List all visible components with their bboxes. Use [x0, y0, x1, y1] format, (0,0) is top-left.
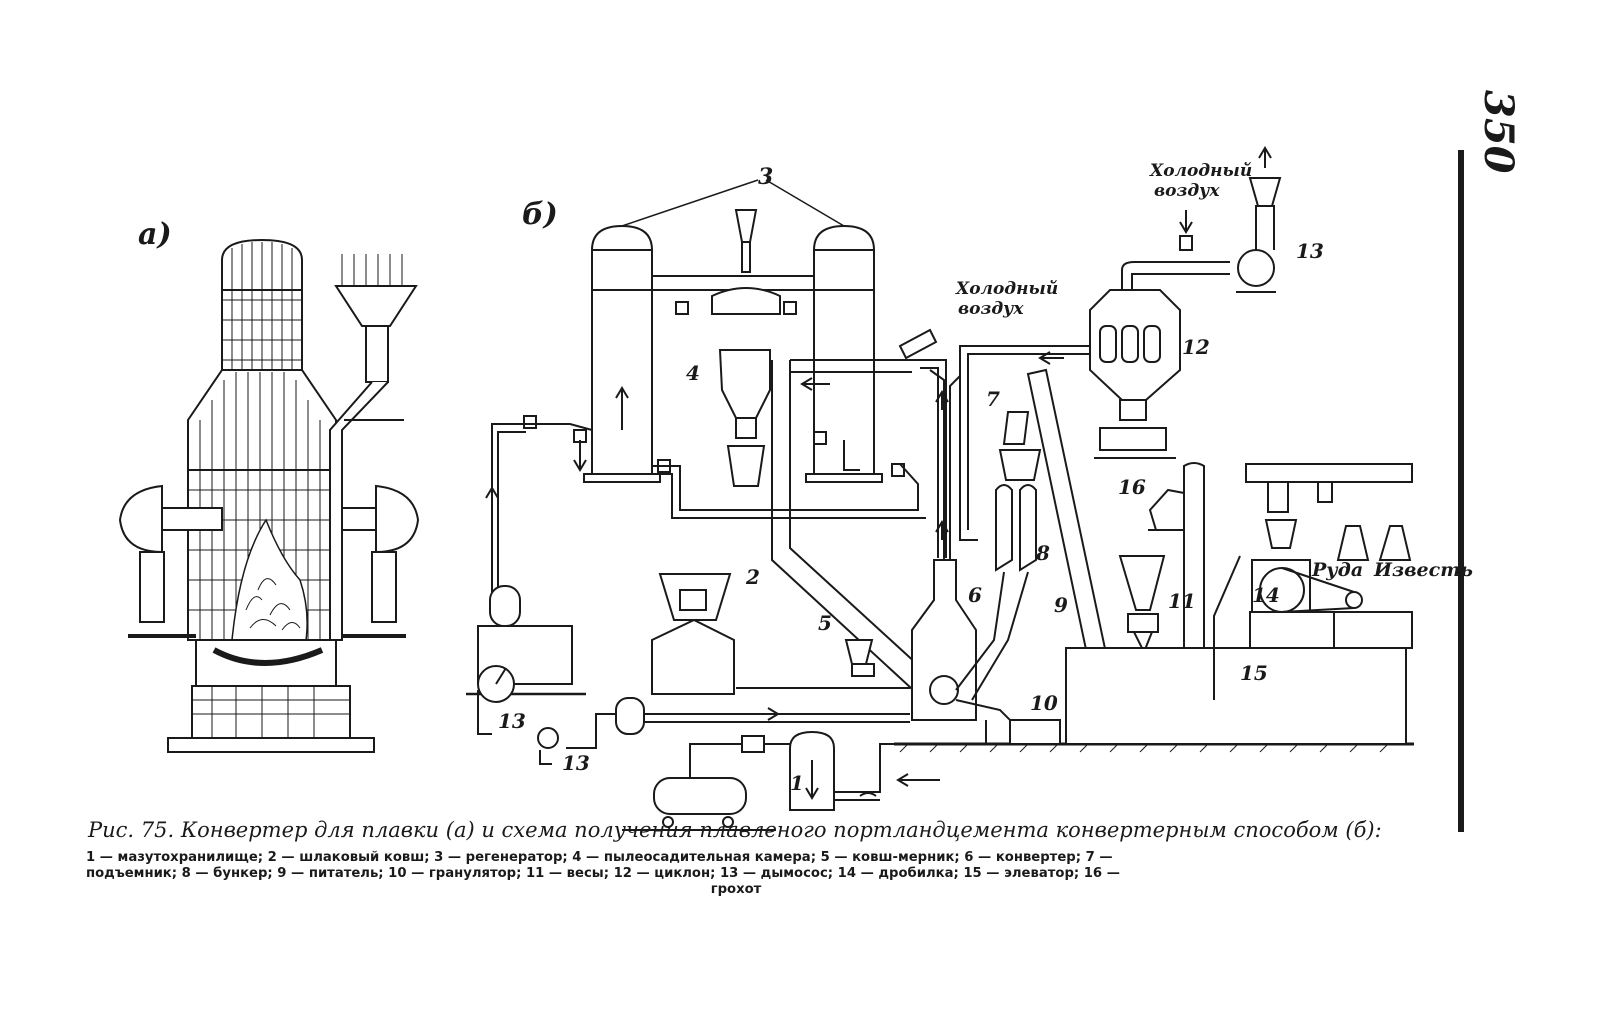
label-10: 10: [1030, 691, 1058, 715]
regenerator-left: [583, 224, 661, 483]
margin-rule: [1458, 150, 1464, 832]
figure-caption: Рис. 75. Конвертер для плавки (а) и схем…: [88, 818, 1382, 842]
figure-legend: 1 — мазутохранилище; 2 — шлаковый ковш; …: [86, 850, 1456, 898]
label-4: 4: [686, 361, 700, 385]
cold-air-mid-line2: воздух: [958, 299, 1024, 319]
label-13-left: 13: [498, 709, 526, 733]
panel-label-a: а): [138, 217, 172, 252]
converter-drawing-a: [118, 238, 420, 753]
label-3: 3: [758, 164, 773, 190]
label-12: 12: [1182, 335, 1210, 359]
cold-air-mid-line1: Холодный: [955, 279, 1058, 299]
cold-air-top-line1: Холодный: [1149, 161, 1252, 181]
label-1: 1: [790, 771, 804, 795]
label-14: 14: [1252, 583, 1280, 607]
label-7: 7: [986, 387, 1000, 411]
label-13-top: 13: [1296, 239, 1324, 263]
label-8: 8: [1035, 541, 1050, 565]
label-13-bottom: 13: [562, 751, 590, 775]
label-2: 2: [745, 565, 760, 589]
label-11: 11: [1168, 589, 1196, 613]
regenerator-right: [805, 224, 883, 483]
label-6: 6: [968, 583, 982, 607]
ore-label: Руда: [1311, 559, 1363, 581]
panel-label-b: б): [522, 197, 558, 232]
label-5: 5: [818, 611, 832, 635]
legend-line-1: 1 — мазутохранилище; 2 — шлаковый ковш; …: [86, 850, 1113, 865]
label-9: 9: [1054, 593, 1068, 617]
label-16: 16: [1118, 475, 1146, 499]
label-15: 15: [1240, 661, 1268, 685]
legend-line-2: подъемник; 8 — бункер; 9 — питатель; 10 …: [86, 866, 1120, 881]
legend-line-3: грохот: [710, 882, 762, 897]
lime-label: Известь: [1373, 559, 1473, 581]
process-scheme-b: [466, 146, 1414, 831]
cold-air-top-line2: воздух: [1154, 181, 1220, 201]
